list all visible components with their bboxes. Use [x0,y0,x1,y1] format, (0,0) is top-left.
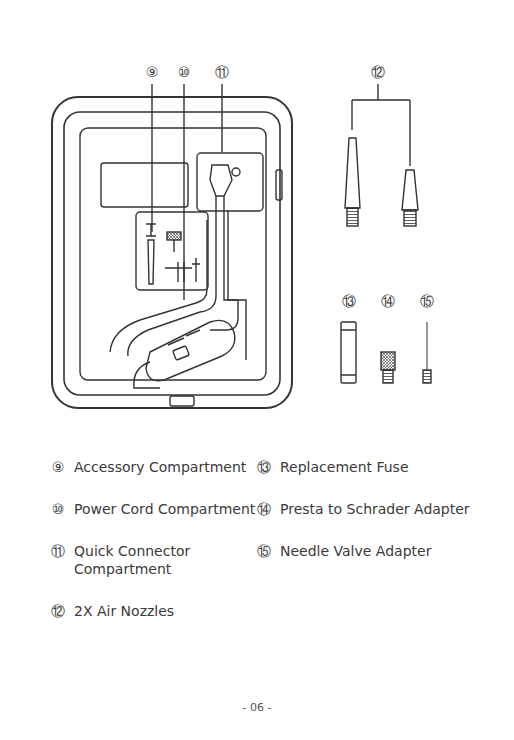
callout-number: ⑭ [381,292,395,310]
legend-number: ⑫ [51,602,65,620]
callout-number: ⑮ [420,292,434,310]
part-name: Accessory Compartment [74,458,246,476]
legend-number: ⑨ [52,458,65,476]
legend-number: ⑭ [257,500,271,518]
page-number: - 06 - [243,699,272,717]
legend-number: ⑪ [51,542,65,560]
callout-number: ⑨ [146,63,159,81]
part-name: Needle Valve Adapter [280,542,431,560]
callout-number: ⑫ [371,63,385,81]
part-name: Replacement Fuse [280,458,409,476]
legend-number: ⑩ [52,500,65,518]
part-name: Presta to Schrader Adapter [280,500,470,518]
part-name: 2X Air Nozzles [74,602,174,620]
legend-number: ⑬ [257,458,271,476]
callout-number: ⑪ [215,63,229,81]
callout-number: ⑬ [342,292,356,310]
part-name: Power Cord Compartment [74,500,255,518]
callout-number: ⑩ [178,63,191,81]
part-name: Quick Connector Compartment [74,542,199,578]
legend-number: ⑮ [257,542,271,560]
